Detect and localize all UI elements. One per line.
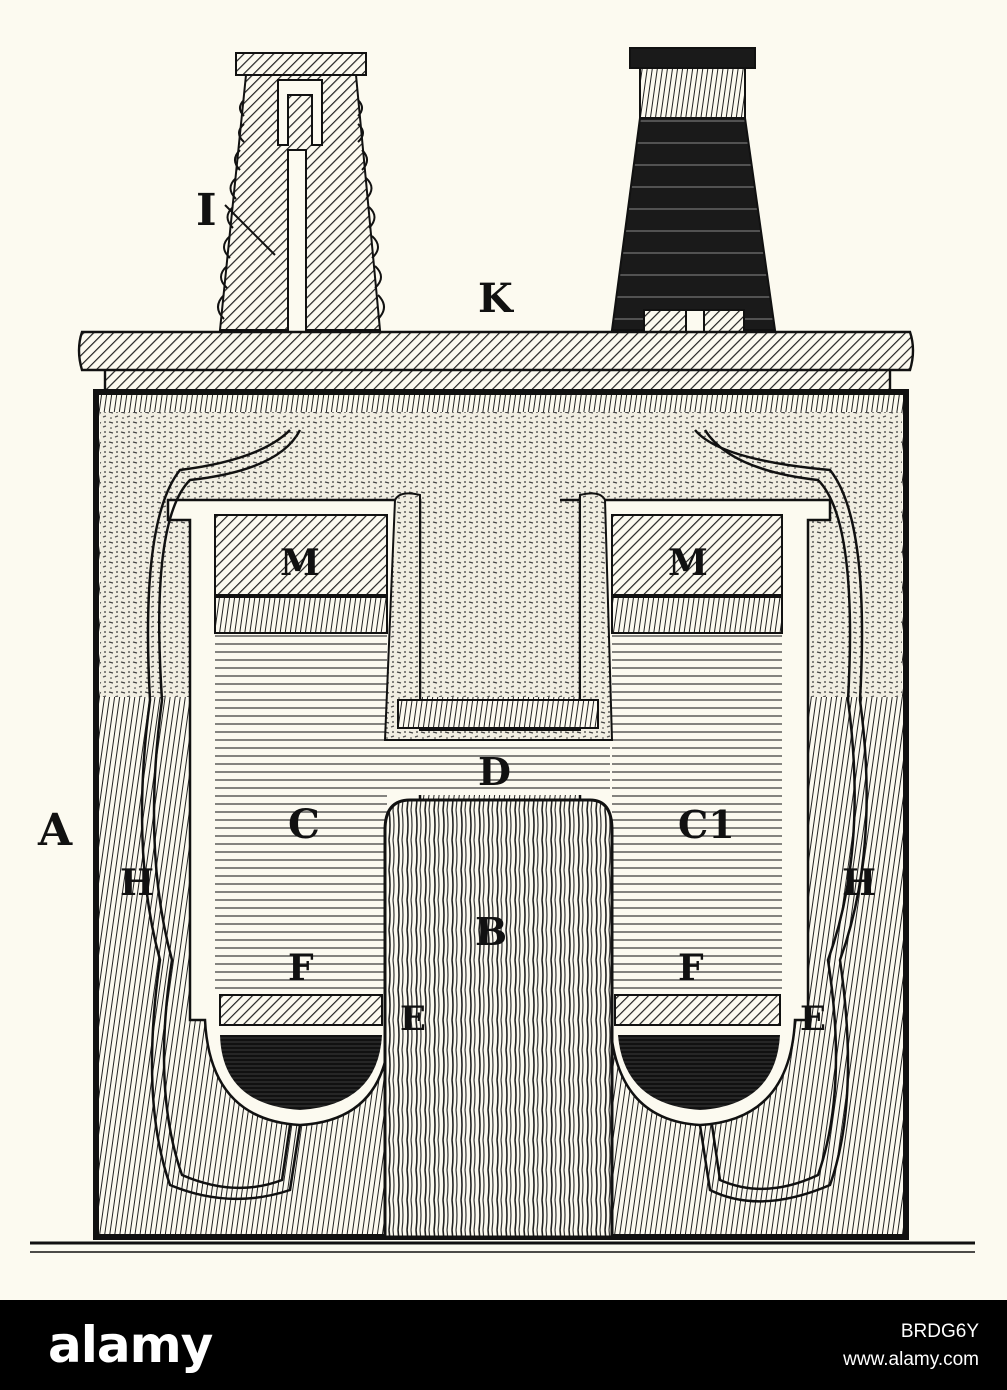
right-cell bbox=[560, 498, 832, 1127]
label-C1: C1 bbox=[678, 802, 735, 847]
label-M-left: M bbox=[280, 542, 320, 584]
stock-logo: alamy bbox=[48, 1316, 213, 1374]
label-D: D bbox=[478, 749, 511, 794]
wires bbox=[140, 429, 868, 1203]
label-M-right: M bbox=[668, 542, 708, 584]
label-F-left: F bbox=[288, 947, 314, 989]
stock-image-id: BRDG6Y bbox=[900, 1321, 979, 1342]
left-terminal bbox=[217, 52, 385, 436]
label-I: I bbox=[196, 185, 217, 236]
label-F-right: F bbox=[678, 947, 704, 989]
label-B: B bbox=[475, 909, 507, 954]
label-E-right: E bbox=[800, 999, 826, 1039]
central-block bbox=[383, 798, 614, 1239]
label-E-left: E bbox=[400, 999, 426, 1039]
label-A: A bbox=[37, 805, 73, 856]
label-C: C bbox=[288, 801, 320, 848]
stock-watermark-bar: alamy BRDG6Y www.alamy.com bbox=[0, 1300, 1007, 1390]
label-H-left: H bbox=[120, 862, 154, 904]
label-K: K bbox=[478, 275, 514, 322]
stock-url: www.alamy.com bbox=[843, 1349, 979, 1370]
label-H-right: H bbox=[842, 862, 876, 904]
battery-cell-engraving: A B C C1 D E E F F H H I K M M bbox=[30, 47, 975, 1253]
left-cell bbox=[166, 498, 422, 1127]
stock-info: BRDG6Y www.alamy.com bbox=[843, 1318, 979, 1374]
